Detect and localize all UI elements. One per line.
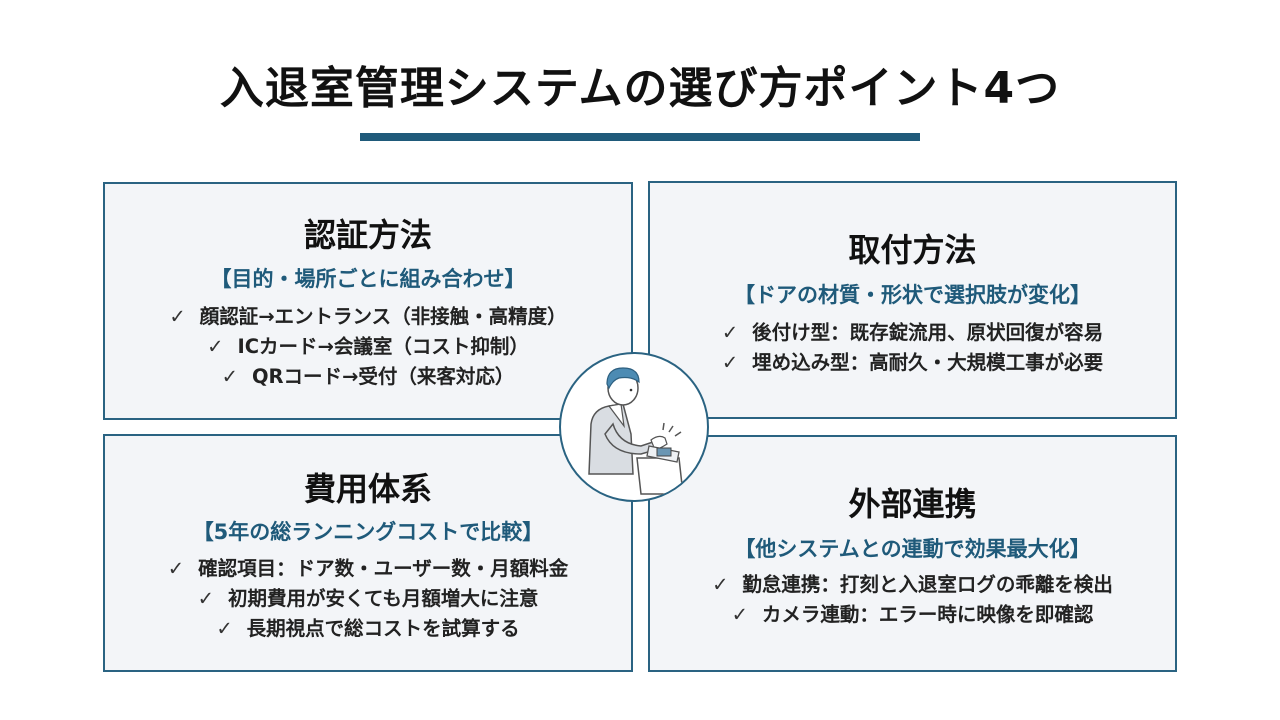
person-using-access-terminal-icon — [588, 367, 684, 495]
card-authentication-method: 認証方法 【目的・場所ごとに組み合わせ】 ✓顔認証→エントランス（非接触・高精度… — [103, 182, 633, 420]
card-title: 費用体系 — [303, 470, 432, 508]
title-underline — [360, 133, 920, 141]
center-illustration — [559, 352, 709, 502]
card-subtitle: 【他システムとの連動で効果最大化】 — [734, 537, 1091, 561]
card-title: 外部連携 — [848, 485, 977, 523]
check-icon: ✓ — [221, 365, 238, 388]
check-icon: ✓ — [197, 587, 214, 610]
list-item: ✓初期費用が安くても月額増大に注意 — [197, 587, 539, 610]
card-subtitle: 【ドアの材質・形状で選択肢が変化】 — [734, 283, 1091, 307]
card-subtitle: 【目的・場所ごとに組み合わせ】 — [210, 267, 526, 291]
card-list: ✓勤怠連携：打刻と入退室ログの乖離を検出 ✓カメラ連動：エラー時に映像を即確認 — [650, 570, 1175, 630]
check-icon: ✓ — [216, 617, 233, 640]
card-external-integration: 外部連携 【他システムとの連動で効果最大化】 ✓勤怠連携：打刻と入退室ログの乖離… — [648, 435, 1177, 672]
check-icon: ✓ — [167, 557, 185, 580]
list-item: ✓確認項目：ドア数・ユーザー数・月額料金 — [167, 557, 569, 580]
page-title: 入退室管理システムの選び方ポイント4つ — [219, 63, 1061, 114]
list-item: ✓埋め込み型：高耐久・大規模工事が必要 — [721, 351, 1104, 374]
card-title: 認証方法 — [303, 216, 432, 254]
check-icon: ✓ — [169, 305, 186, 328]
check-icon: ✓ — [721, 321, 739, 344]
check-icon: ✓ — [712, 573, 729, 596]
list-item: ✓後付け型：既存錠流用、原状回復が容易 — [721, 321, 1104, 344]
list-item: ✓顔認証→エントランス（非接触・高精度） — [169, 305, 567, 328]
list-item: ✓QRコード→受付（来客対応） — [221, 365, 515, 388]
check-icon: ✓ — [207, 335, 224, 358]
card-subtitle: 【5年の総ランニングコストで比較】 — [192, 520, 544, 544]
list-item: ✓長期視点で総コストを試算する — [216, 617, 520, 640]
check-icon: ✓ — [721, 351, 739, 374]
check-icon: ✓ — [731, 603, 748, 626]
card-cost-structure: 費用体系 【5年の総ランニングコストで比較】 ✓確認項目：ドア数・ユーザー数・月… — [103, 434, 633, 672]
card-list: ✓後付け型：既存錠流用、原状回復が容易 ✓埋め込み型：高耐久・大規模工事が必要 — [650, 318, 1175, 378]
list-item: ✓カメラ連動：エラー時に映像を即確認 — [731, 603, 1094, 626]
card-installation-method: 取付方法 【ドアの材質・形状で選択肢が変化】 ✓後付け型：既存錠流用、原状回復が… — [648, 181, 1177, 419]
list-item: ✓ICカード→会議室（コスト抑制） — [207, 335, 529, 358]
card-title: 取付方法 — [848, 231, 977, 269]
card-list: ✓顔認証→エントランス（非接触・高精度） ✓ICカード→会議室（コスト抑制） ✓… — [105, 302, 631, 392]
card-list: ✓確認項目：ドア数・ユーザー数・月額料金 ✓初期費用が安くても月額増大に注意 ✓… — [105, 554, 631, 644]
list-item: ✓勤怠連携：打刻と入退室ログの乖離を検出 — [712, 573, 1113, 596]
